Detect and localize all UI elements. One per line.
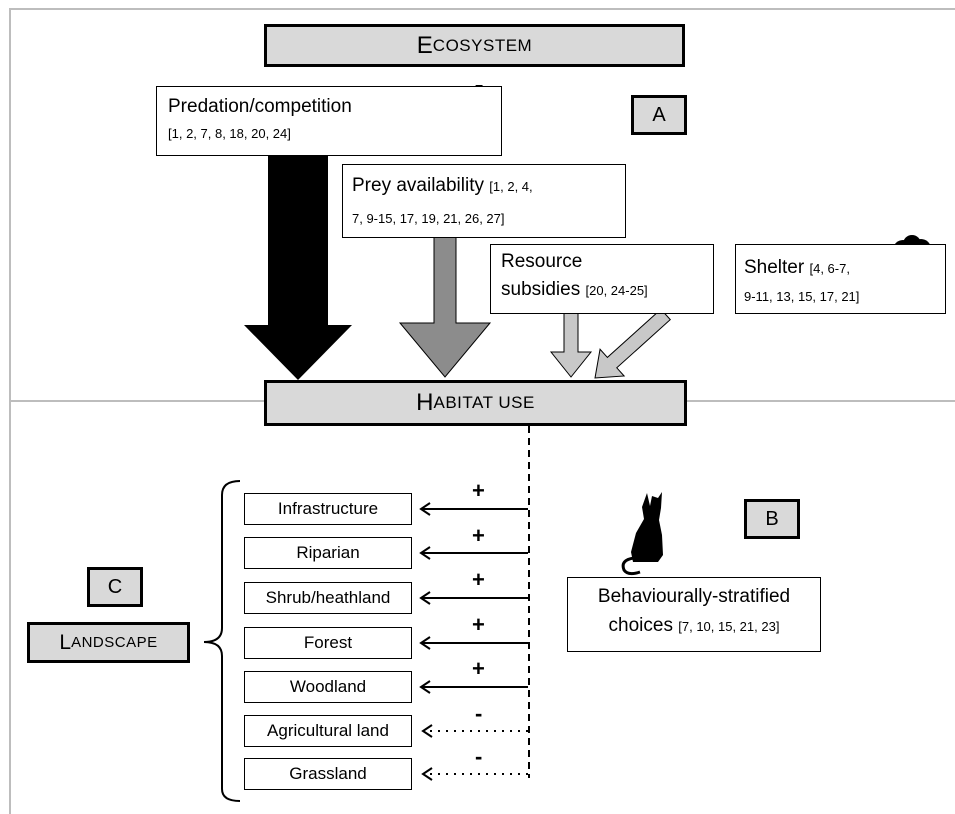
prey-title-text: Prey availability <box>352 175 484 196</box>
behaviour-line1: Behaviourally-stratified <box>597 586 791 607</box>
habitat-sign-forest: + <box>472 612 485 637</box>
shelter-refs-line2: 9-11, 13, 15, 17, 21] <box>744 289 860 304</box>
behaviour-line2: choices [7, 10, 15, 21, 23] <box>568 615 820 637</box>
prey-arrow <box>398 235 492 378</box>
habitat-box-forest: Forest <box>244 627 412 659</box>
panel-label-a: A <box>631 95 687 135</box>
shelter-title: Shelter [4, 6-7, <box>744 257 850 279</box>
habitat-sign-grassland: - <box>475 744 483 769</box>
habitat-sign-infrastructure: + <box>472 478 485 503</box>
predation-arrow <box>244 155 352 380</box>
habitat-box-woodland: Woodland <box>244 671 412 703</box>
habitat-box-infrastructure: Infrastructure <box>244 493 412 525</box>
landscape-label-first: L <box>59 630 72 654</box>
habitat-box-agricultural-land: Agricultural land <box>244 715 412 747</box>
habitat-arrows <box>419 502 528 781</box>
predation-refs: [1, 2, 7, 8, 18, 20, 24] <box>168 126 291 141</box>
panel-label-c: C <box>87 567 143 607</box>
landscape-brace <box>203 480 241 802</box>
shelter-arrow <box>594 308 671 379</box>
panel-label-b: B <box>744 499 800 539</box>
habitat-box-riparian: Riparian <box>244 537 412 569</box>
resource-title-line2: subsidies [20, 24-25] <box>501 279 648 301</box>
prey-refs-line2: 7, 9-15, 17, 19, 21, 26, 27] <box>352 211 505 226</box>
habitat-sign-shrub-heathland: + <box>472 567 485 592</box>
cat-icon <box>621 492 663 576</box>
resource-refs: [20, 24-25] <box>585 283 648 298</box>
prey-title: Prey availability [1, 2, 4, <box>352 175 533 197</box>
landscape-label-rest: ANDSCAPE <box>71 634 158 651</box>
habitat-box-shrub-heathland: Shrub/heathland <box>244 582 412 614</box>
ecosystem-header-rest: COSYSTEM <box>432 35 533 55</box>
behaviour-choices-text: choices <box>608 615 673 636</box>
habitat-box-grassland: Grassland <box>244 758 412 790</box>
frame-left-line <box>9 8 11 814</box>
resource-arrow <box>549 312 593 378</box>
shelter-title-text: Shelter <box>744 257 805 278</box>
predation-title: Predation/competition <box>168 96 352 117</box>
resource-title-text: subsidies <box>501 279 581 300</box>
habitat-sign-woodland: + <box>472 656 485 681</box>
shelter-refs-line1: [4, 6-7, <box>809 261 850 276</box>
frame-top-line <box>10 8 955 10</box>
behaviour-refs: [7, 10, 15, 21, 23] <box>678 619 780 634</box>
predation-box: Predation/competition [1, 2, 7, 8, 18, 2… <box>156 86 502 156</box>
habitat-sign-riparian: + <box>472 523 485 548</box>
behaviour-box: Behaviourally-stratified choices [7, 10,… <box>567 577 821 652</box>
habitat-header-first: H <box>416 389 434 416</box>
shelter-box: Shelter [4, 6-7, 9-11, 13, 15, 17, 21] <box>735 244 946 314</box>
prey-box: Prey availability [1, 2, 4, 7, 9-15, 17,… <box>342 164 626 238</box>
ecosystem-header-first: E <box>416 31 433 59</box>
resource-title-line1: Resource <box>501 251 583 272</box>
habitat-sign-agricultural-land: - <box>475 701 483 726</box>
prey-refs-line1: [1, 2, 4, <box>489 179 533 194</box>
habitat-header-rest: ABITAT USE <box>433 393 535 412</box>
resource-box: Resource subsidies [20, 24-25] <box>490 244 714 314</box>
